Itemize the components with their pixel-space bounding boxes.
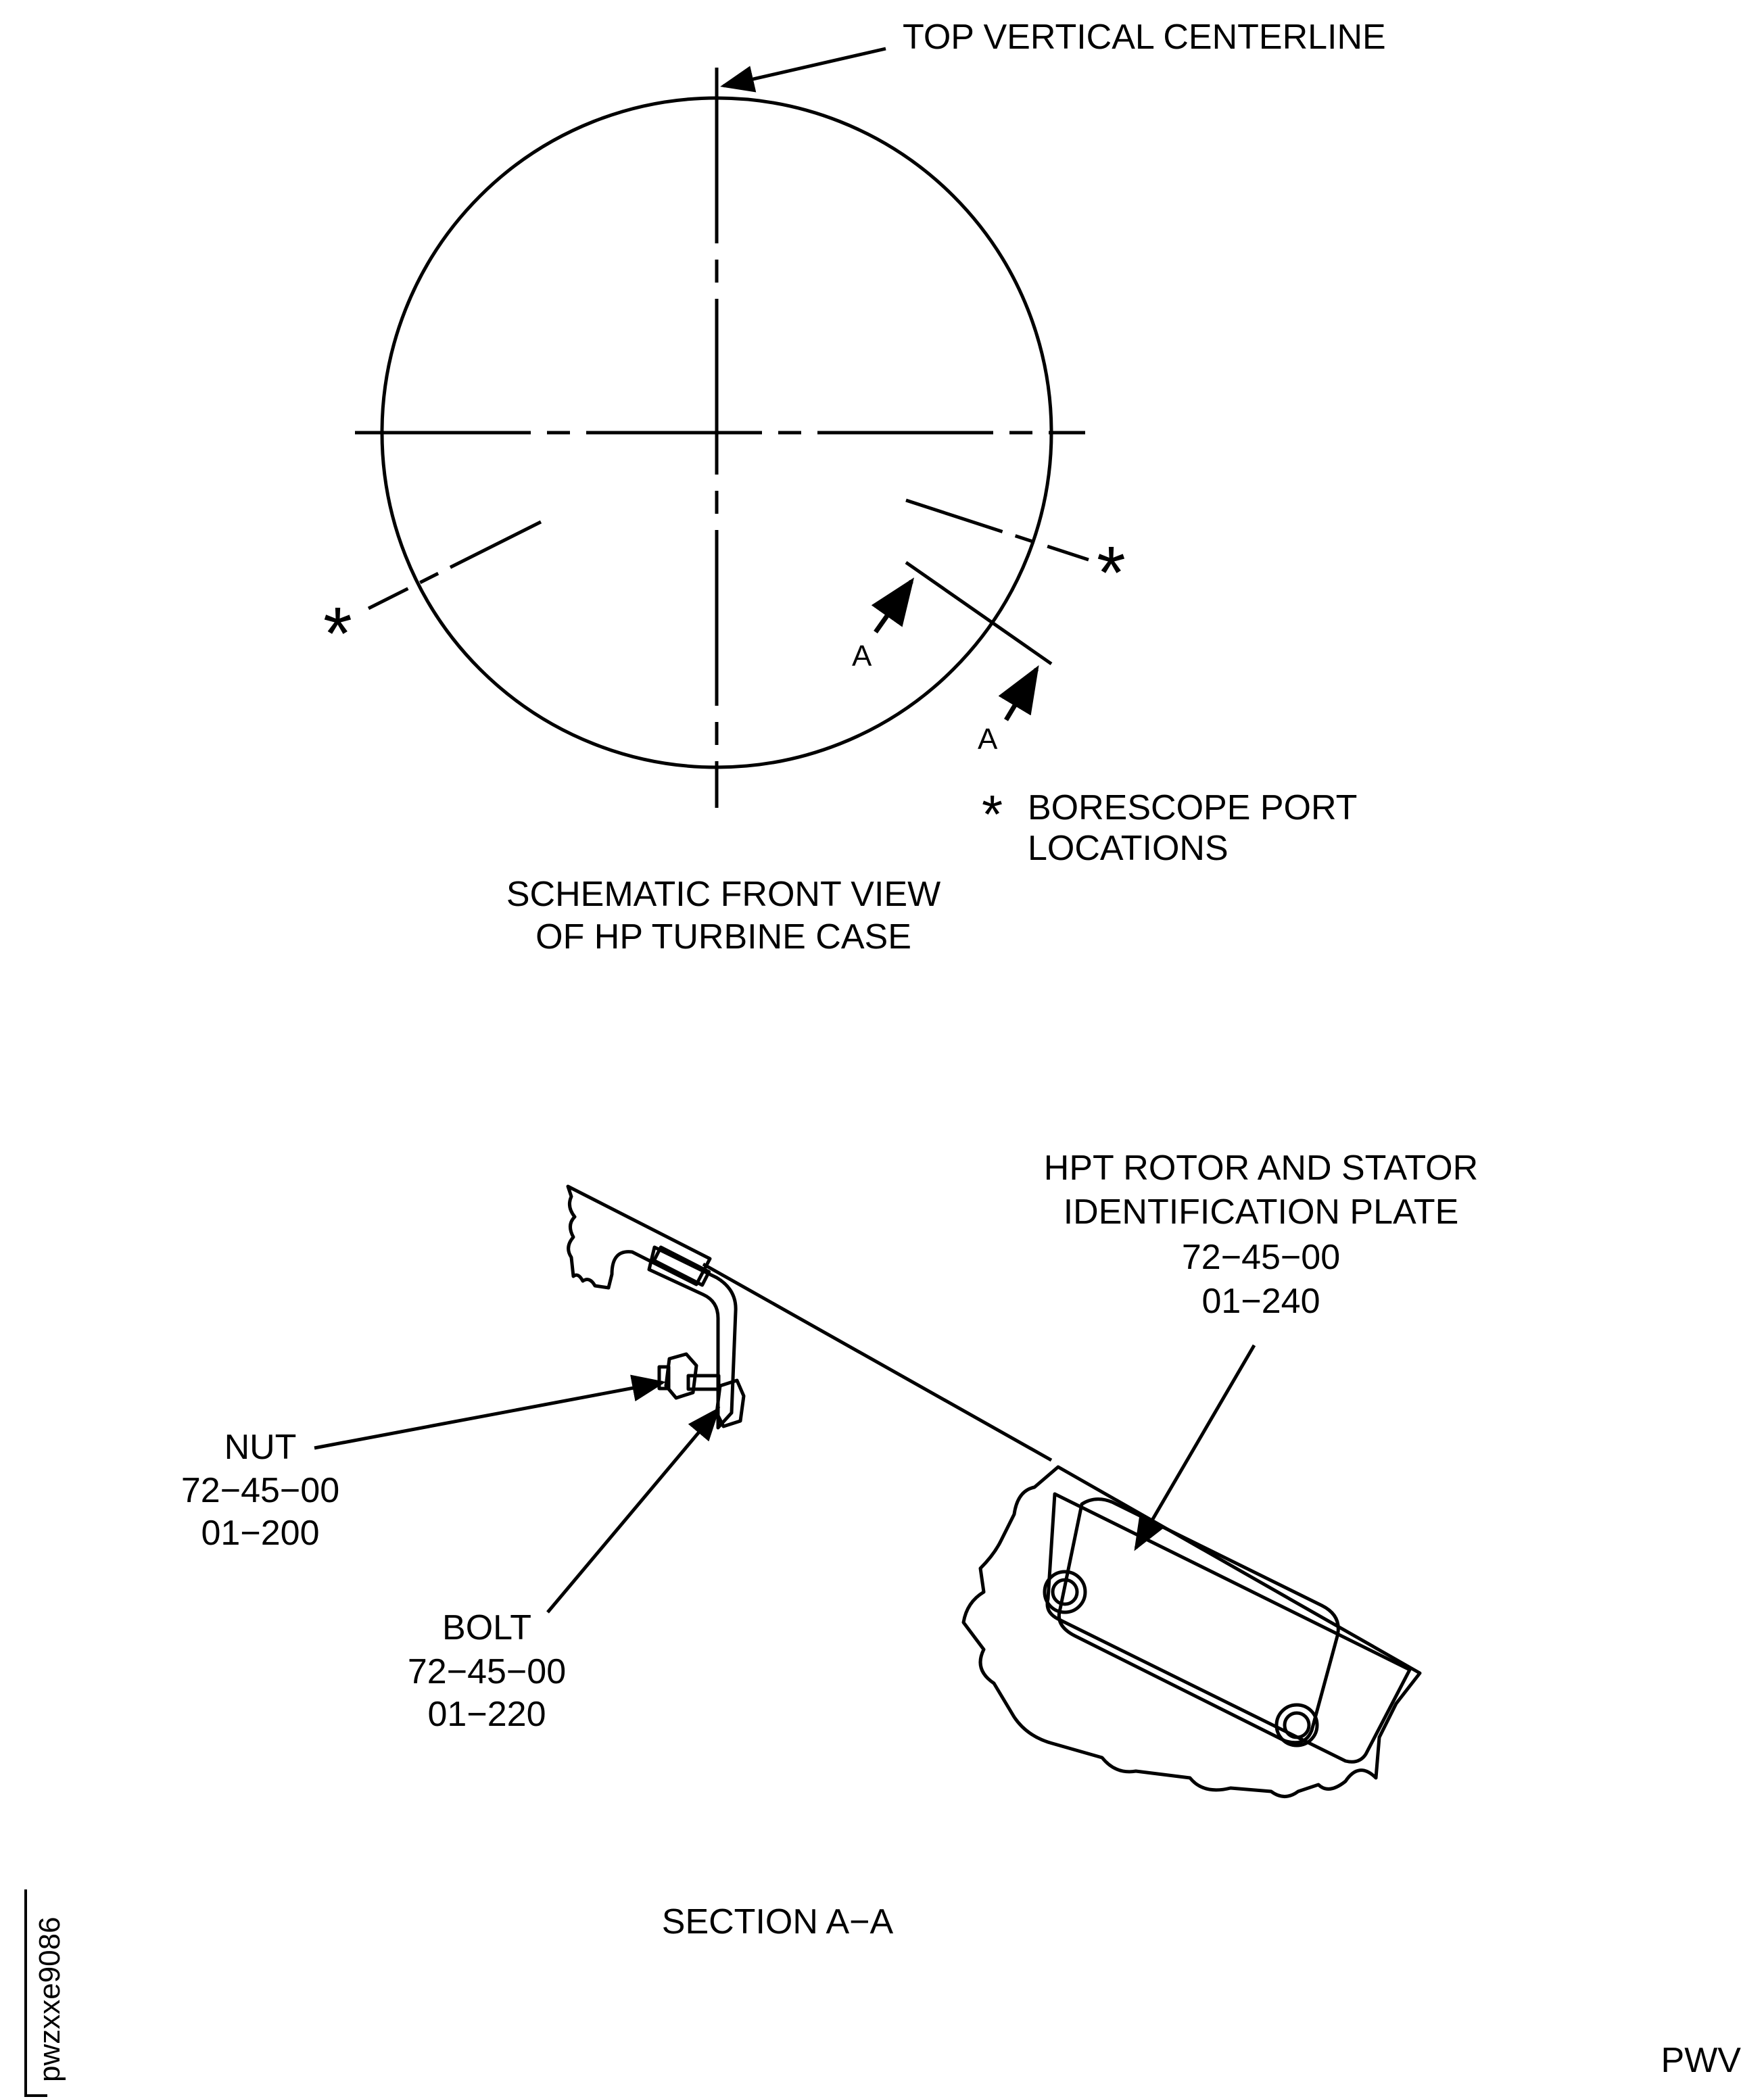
case-wall-line: [702, 1262, 1053, 1462]
section-view: [314, 1184, 1422, 1798]
section-arrow-right: [998, 665, 1039, 721]
nut-leader: [314, 1374, 666, 1450]
identification-plate: [1057, 1497, 1340, 1745]
bolt-head: [715, 1378, 746, 1428]
plate-rivet-upper: [1043, 1570, 1087, 1614]
bracket-tab: [652, 1245, 711, 1287]
plate-label-line1: HPT ROTOR AND STATOR: [1044, 1149, 1478, 1188]
borescope-marker-right: *: [1097, 531, 1126, 614]
nut-label-line1: NUT: [224, 1428, 297, 1467]
plate-label-line4: 01−240: [1202, 1282, 1320, 1321]
section-arrow-left: [871, 577, 915, 634]
front-view-caption-line1: SCHEMATIC FRONT VIEW: [506, 875, 940, 914]
plate-rivet-upper-inner: [1051, 1578, 1079, 1606]
front-view: [355, 47, 1089, 808]
borescope-marker-left: *: [323, 592, 352, 675]
front-view-caption-line2: OF HP TURBINE CASE: [535, 917, 911, 957]
plate-rivet-lower: [1274, 1703, 1319, 1747]
bolt-leader: [546, 1407, 721, 1614]
borescope-port-line-left: [367, 520, 542, 610]
plate-label-line3: 72−45−00: [1182, 1238, 1340, 1277]
nut-label-line2: 72−45−00: [181, 1471, 339, 1510]
bolt-label-line3: 01−220: [428, 1695, 546, 1734]
nut-hex: [664, 1352, 698, 1400]
plate-label-line2: IDENTIFICATION PLATE: [1064, 1192, 1459, 1232]
plate-region-broken-outline: [961, 1465, 1422, 1798]
figure-id-mark: pwzxxe9086: [24, 1889, 66, 2097]
legend-asterisk: *: [982, 784, 1003, 844]
figure-id-bracket: [24, 1889, 47, 2097]
borescope-legend-line1: BORESCOPE PORT: [1028, 788, 1357, 827]
nut-label-line3: 01−200: [201, 1514, 320, 1553]
bolt-label-line2: 72−45−00: [408, 1652, 566, 1691]
bolt-shank: [686, 1374, 721, 1391]
bolt-label-line1: BOLT: [442, 1608, 531, 1647]
section-cut-line: [905, 560, 1053, 666]
case-wall-broken-end: [566, 1184, 712, 1290]
plate-rivet-lower-inner: [1283, 1711, 1311, 1739]
plate-leader: [1134, 1344, 1256, 1551]
figure-id: pwzxxe9086: [33, 1916, 66, 2082]
nut-washer: [657, 1365, 671, 1391]
top-centerline-label: TOP VERTICAL CENTERLINE: [903, 18, 1386, 57]
footer-code: PWV: [1661, 2041, 1742, 2080]
borescope-port-line-right: [905, 498, 1089, 562]
borescope-legend-line2: LOCATIONS: [1028, 829, 1229, 868]
section-marker-a-right: A: [978, 723, 998, 756]
section-caption: SECTION A−A: [662, 1902, 894, 1941]
plate-recess: [1045, 1492, 1412, 1764]
section-marker-a-left: A: [852, 640, 872, 673]
top-centerline-leader: [720, 47, 886, 93]
